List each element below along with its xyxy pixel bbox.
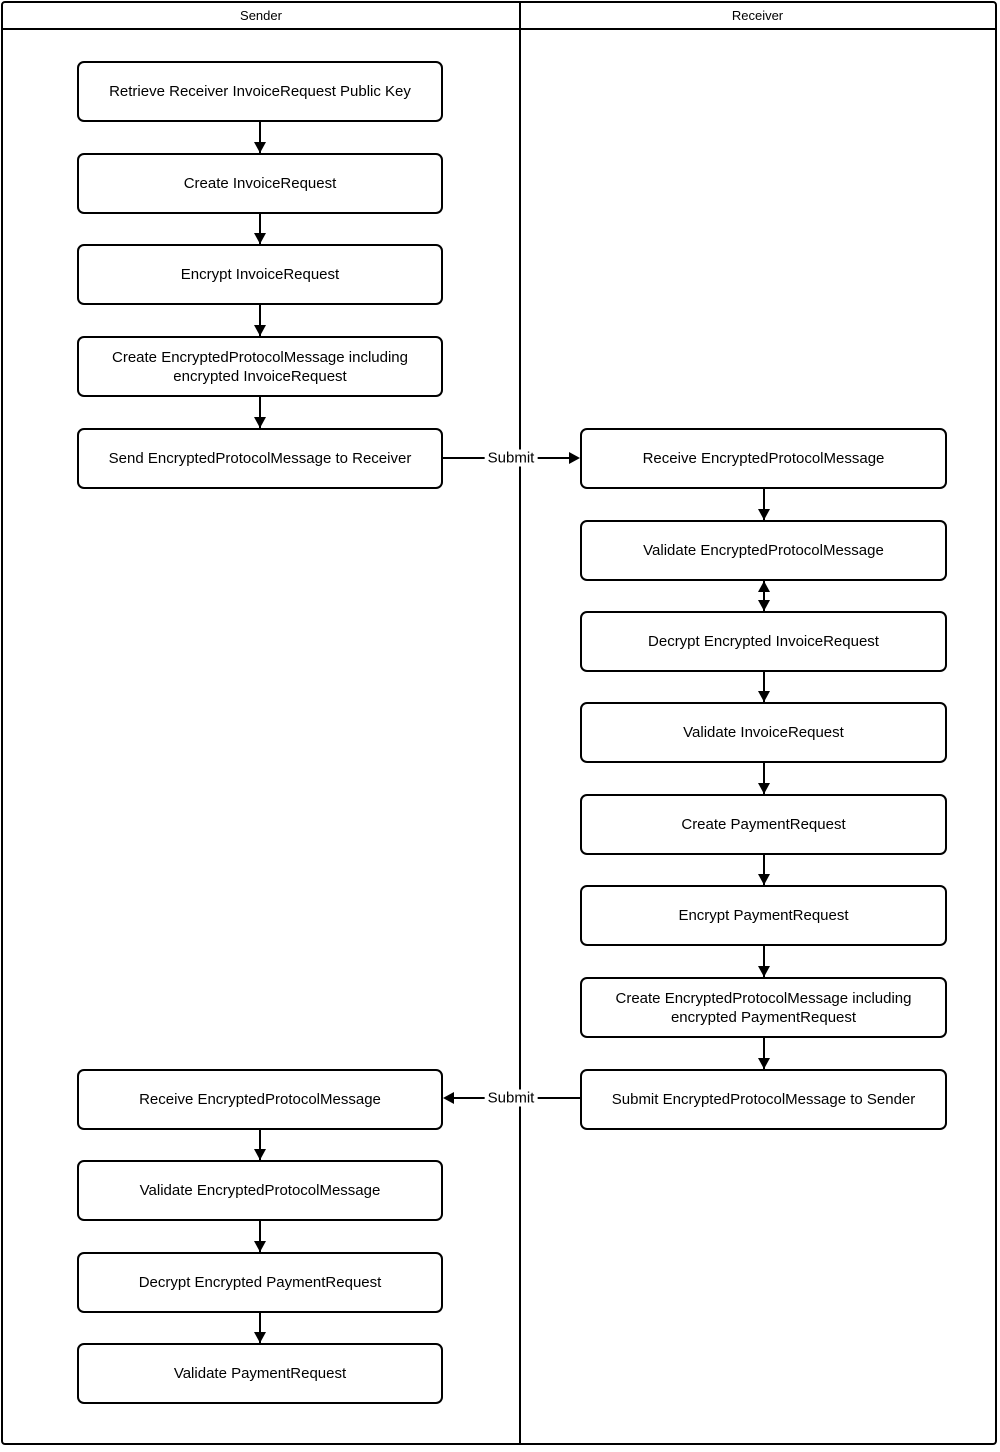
lane-header-sender: Sender [3, 2, 519, 28]
edge-label-submit-top: Submit [484, 449, 538, 467]
node-receiver-validate-encryptedprotocolmessage: Validate EncryptedProtocolMessage [580, 520, 947, 581]
arrowhead-down-icon [254, 325, 266, 336]
lane-header-receiver: Receiver [521, 2, 994, 28]
arrowhead-down-icon [254, 1332, 266, 1343]
arrow-line-s6-s7 [259, 1130, 261, 1160]
node-decrypt-encrypted-invoicerequest: Decrypt Encrypted InvoiceRequest [580, 611, 947, 672]
node-sender-validate-encryptedprotocolmessage: Validate EncryptedProtocolMessage [77, 1160, 443, 1221]
node-create-encryptedprotocolmessage-invoicerequest: Create EncryptedProtocolMessage includin… [77, 336, 443, 397]
lane-title-sender: Sender [240, 7, 282, 23]
arrowhead-down-icon [758, 874, 770, 885]
node-encrypt-paymentrequest: Encrypt PaymentRequest [580, 885, 947, 946]
node-retrieve-receiver-invoicerequest-public-key: Retrieve Receiver InvoiceRequest Public … [77, 61, 443, 122]
arrowhead-down-icon [254, 1149, 266, 1160]
node-create-encryptedprotocolmessage-paymentrequest: Create EncryptedProtocolMessage includin… [580, 977, 947, 1038]
arrow-line-s1-s2 [259, 122, 261, 153]
arrow-line-r4-r5 [763, 763, 765, 794]
lane-title-receiver: Receiver [731, 7, 784, 23]
node-validate-invoicerequest: Validate InvoiceRequest [580, 702, 947, 763]
node-receiver-receive-encryptedprotocolmessage: Receive EncryptedProtocolMessage [580, 428, 947, 489]
node-create-paymentrequest: Create PaymentRequest [580, 794, 947, 855]
arrowhead-down-icon [758, 691, 770, 702]
arrow-line-s2-s3 [259, 214, 261, 244]
arrow-line-r5-r6 [763, 855, 765, 885]
arrowhead-down-icon [254, 142, 266, 153]
arrowhead-down-icon [758, 600, 770, 611]
arrow-line-s7-s8 [259, 1221, 261, 1252]
arrowhead-down-icon [254, 233, 266, 244]
node-sender-receive-encryptedprotocolmessage: Receive EncryptedProtocolMessage [77, 1069, 443, 1130]
arrow-line-r1-r2 [763, 489, 765, 520]
node-validate-paymentrequest: Validate PaymentRequest [77, 1343, 443, 1404]
node-encrypt-invoicerequest: Encrypt InvoiceRequest [77, 244, 443, 305]
arrow-line-r6-r7 [763, 946, 765, 977]
arrow-line-r2-r3-bidirectional [763, 581, 765, 611]
edge-label-submit-bottom: Submit [484, 1089, 538, 1107]
lane-divider [519, 1, 521, 1444]
arrowhead-down-icon [254, 417, 266, 428]
node-send-encryptedprotocolmessage-to-receiver: Send EncryptedProtocolMessage to Receive… [77, 428, 443, 489]
node-create-invoicerequest: Create InvoiceRequest [77, 153, 443, 214]
arrow-line-s3-s4 [259, 305, 261, 336]
arrowhead-down-icon [758, 783, 770, 794]
arrowhead-left-icon [443, 1092, 454, 1104]
header-separator [1, 28, 995, 30]
arrowhead-down-icon [758, 1058, 770, 1069]
arrow-line-s8-s9 [259, 1313, 261, 1343]
arrow-line-r3-r4 [763, 672, 765, 702]
arrowhead-down-icon [758, 966, 770, 977]
arrowhead-right-icon [569, 452, 580, 464]
node-submit-encryptedprotocolmessage-to-sender: Submit EncryptedProtocolMessage to Sende… [580, 1069, 947, 1130]
arrow-line-s4-s5 [259, 397, 261, 428]
node-decrypt-encrypted-paymentrequest: Decrypt Encrypted PaymentRequest [77, 1252, 443, 1313]
arrow-line-r7-r8 [763, 1038, 765, 1069]
arrowhead-down-icon [758, 509, 770, 520]
arrowhead-up-icon [758, 581, 770, 592]
arrowhead-down-icon [254, 1241, 266, 1252]
